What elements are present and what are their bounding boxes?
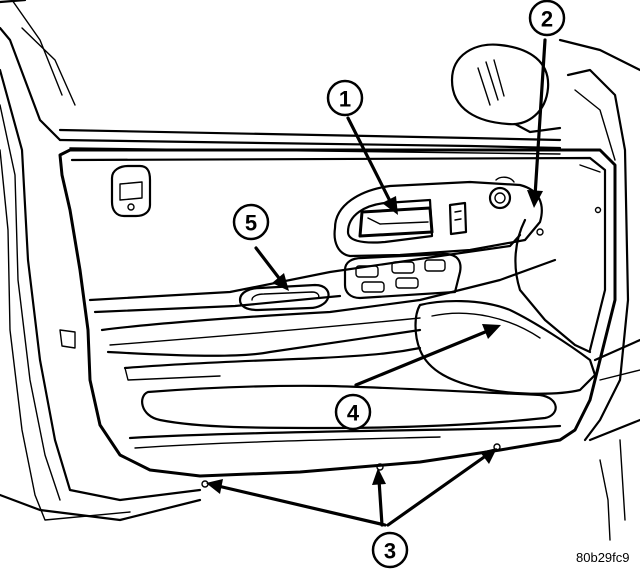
trim-fasteners [201,443,501,488]
callout-2-label: 2 [541,7,553,32]
mirror-control-bezel [110,164,152,218]
trim-panel-outline [58,148,617,478]
callout-1-label: 1 [339,87,351,112]
callout-1: 1 [326,79,364,117]
armrest [414,300,597,395]
callout-5-label: 5 [245,211,257,236]
upper-trim [88,233,557,357]
panel-right-edge [514,164,602,354]
side-mirror [450,43,562,134]
callout-3: 3 [371,531,409,569]
callout-4-label: 4 [347,401,360,426]
a-pillar [558,38,640,541]
figure-code: 80b29fc9 [576,550,630,565]
door-frame [0,0,202,522]
callout-5: 5 [232,203,270,241]
lower-panel [123,346,562,449]
callout-2: 2 [528,0,566,37]
pull-strap [238,283,330,312]
window-switch-pod [343,252,462,300]
callout-3-label: 3 [384,539,396,564]
leader-arrows [206,38,547,527]
small-speaker [488,176,515,210]
inside-handle-bezel [333,180,543,258]
callout-4: 4 [334,393,372,431]
